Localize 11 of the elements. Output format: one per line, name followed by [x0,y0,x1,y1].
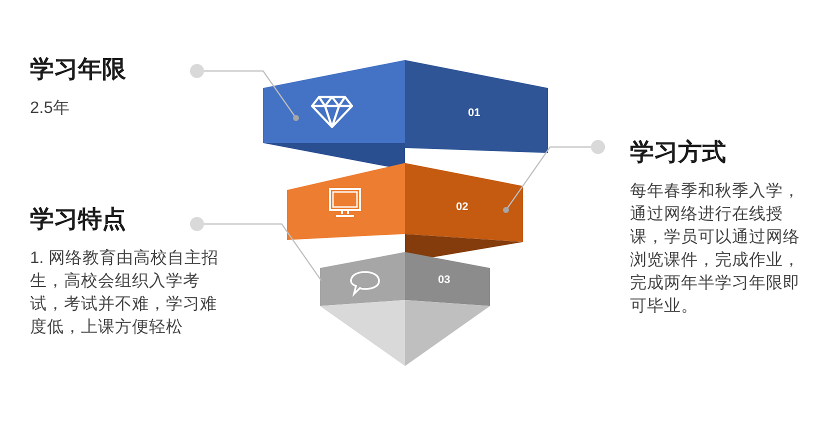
heading: 学习年限 [30,55,126,85]
step-number: 01 [468,107,480,120]
leader-line [190,64,299,121]
step-number: 02 [456,201,468,214]
leader-line [503,140,605,213]
description: 1. 网络教育由高校自主招生，高校会组织入学考试，考试并不难，学习难度低，上课方便轻松 [30,248,220,338]
description: 每年春季和秋季入学，通过网络进行在线授课，学员可以通过网络浏览课件，完成作业，完成两年半学习年限即可毕业。 [630,181,801,317]
heading: 学习特点 [30,205,126,235]
step-number: 03 [438,274,450,287]
description: 2.5年 [30,98,71,119]
heading: 学习方式 [630,138,726,168]
